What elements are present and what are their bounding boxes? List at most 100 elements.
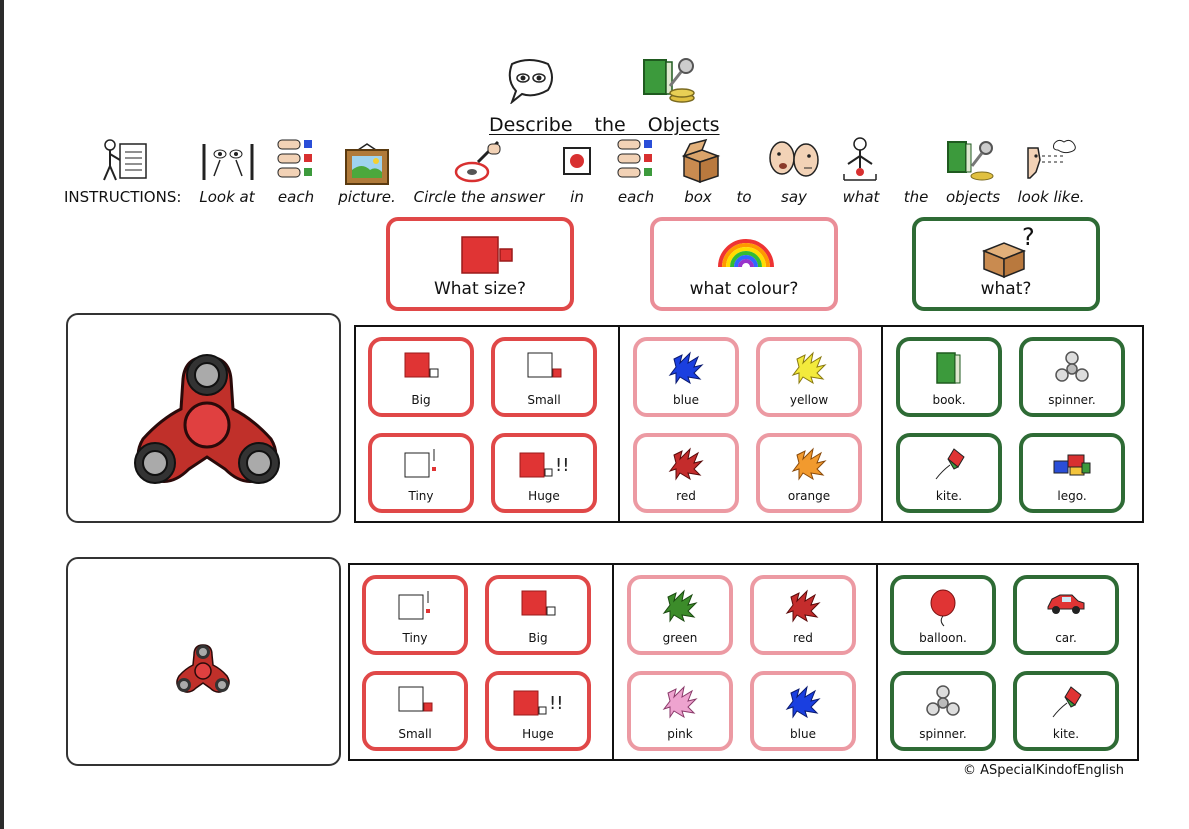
colour-option-card[interactable]: yellow — [756, 337, 862, 417]
big-size-icon — [521, 590, 556, 616]
open-box-icon — [681, 138, 721, 184]
picture-box-1 — [66, 313, 341, 523]
option-label: Big — [411, 393, 431, 407]
instruction-word: look like. — [1017, 188, 1085, 206]
grid-divider — [618, 327, 620, 521]
category-what-box: ? what? — [912, 217, 1100, 311]
rainbow-icon — [718, 239, 774, 268]
colour-option-card[interactable]: red — [633, 433, 739, 513]
circle-answer-icon — [454, 140, 501, 183]
small-size-icon — [527, 352, 562, 378]
balloon-icon — [930, 589, 956, 627]
in-box-icon — [563, 147, 591, 175]
kite-icon — [935, 448, 965, 480]
small-size-icon — [398, 686, 433, 712]
object-option-card[interactable]: balloon. — [890, 575, 996, 655]
object-option-card[interactable]: spinner. — [890, 671, 996, 751]
huge-size-icon: !! — [519, 452, 569, 478]
copyright-text: © ASpecialKindofEnglish — [963, 763, 1124, 778]
colour-option-card[interactable]: green — [627, 575, 733, 655]
grid-divider — [612, 565, 614, 759]
instruction-word: say — [781, 188, 807, 206]
size-option-card[interactable]: Big — [368, 337, 474, 417]
option-label: pink — [667, 727, 693, 741]
option-label: Tiny — [402, 631, 428, 645]
instruction-word: box — [684, 188, 712, 206]
category-colour-box: what colour? — [650, 217, 838, 311]
object-option-card[interactable]: spinner. — [1019, 337, 1125, 417]
size-option-card[interactable]: Tiny — [362, 575, 468, 655]
look-like-icon — [1027, 139, 1076, 179]
option-label: spinner. — [1048, 393, 1096, 407]
size-icon — [461, 236, 513, 274]
size-option-card[interactable]: Small — [362, 671, 468, 751]
option-label: Huge — [522, 727, 554, 741]
picture-box-2 — [66, 557, 341, 766]
category-what-label: what? — [980, 279, 1032, 299]
red-scribble-icon — [668, 447, 704, 481]
options-grid-row-1: Big Small Tiny !! Huge blue yellow red o… — [354, 325, 1144, 523]
option-label: Huge — [528, 489, 560, 503]
car-icon — [1047, 594, 1085, 614]
instruction-word: the — [903, 188, 929, 206]
red-scribble-icon — [785, 589, 821, 623]
option-label: red — [793, 631, 813, 645]
each-hands-icon-2 — [617, 139, 652, 178]
svg-text:?: ? — [1022, 223, 1035, 251]
book-icon — [936, 352, 961, 384]
category-size-box: What size? — [386, 217, 574, 311]
option-label: balloon. — [919, 631, 967, 645]
fidget-spinner-large-image — [134, 354, 280, 484]
orange-scribble-icon — [791, 447, 827, 481]
colour-option-card[interactable]: blue — [750, 671, 856, 751]
objects-icon — [643, 58, 695, 103]
option-label: Big — [528, 631, 548, 645]
instruction-word: what — [842, 188, 880, 206]
size-option-card[interactable]: !! Huge — [485, 671, 591, 751]
colour-option-card[interactable]: pink — [627, 671, 733, 751]
colour-option-card[interactable]: red — [750, 575, 856, 655]
colour-option-card[interactable]: orange — [756, 433, 862, 513]
size-option-card[interactable]: Big — [485, 575, 591, 655]
option-label: Small — [527, 393, 561, 407]
size-option-card[interactable]: !! Huge — [491, 433, 597, 513]
category-size-label: What size? — [433, 279, 527, 299]
object-option-card[interactable]: kite. — [896, 433, 1002, 513]
green-scribble-icon — [662, 589, 698, 623]
object-option-card[interactable]: lego. — [1019, 433, 1125, 513]
box-question-icon: ? — [981, 223, 1035, 279]
left-edge-bar — [0, 0, 4, 829]
tiny-size-icon — [398, 591, 430, 620]
instruction-word: Circle the answer — [413, 188, 545, 206]
size-option-card[interactable]: Tiny — [368, 433, 474, 513]
size-option-card[interactable]: Small — [491, 337, 597, 417]
instruction-word: each — [277, 188, 315, 206]
person-list-icon — [103, 139, 147, 181]
spinner-icon — [1055, 351, 1089, 382]
instruction-word: picture. — [338, 188, 396, 206]
grid-divider — [876, 565, 878, 759]
instruction-word: objects — [945, 188, 1001, 206]
grid-divider — [881, 327, 883, 521]
option-label: kite. — [1052, 727, 1080, 741]
object-option-card[interactable]: book. — [896, 337, 1002, 417]
option-label: spinner. — [919, 727, 967, 741]
picture-frame-icon — [345, 143, 389, 185]
look-at-icon — [202, 144, 254, 180]
option-label: car. — [1055, 631, 1077, 645]
option-label: yellow — [789, 393, 829, 407]
huge-size-icon: !! — [513, 690, 563, 716]
colour-option-card[interactable]: blue — [633, 337, 739, 417]
spinner-icon — [926, 685, 960, 716]
object-option-card[interactable]: kite. — [1013, 671, 1119, 751]
option-label: blue — [790, 727, 816, 741]
pink-scribble-icon — [662, 685, 698, 719]
instruction-word: to — [736, 188, 752, 206]
instruction-word: Look at — [199, 188, 255, 206]
option-label: lego. — [1057, 489, 1087, 503]
tiny-size-icon — [404, 449, 436, 478]
option-label: green — [662, 631, 698, 645]
svg-text:!!: !! — [549, 693, 563, 714]
option-label: Small — [398, 727, 432, 741]
object-option-card[interactable]: car. — [1013, 575, 1119, 655]
